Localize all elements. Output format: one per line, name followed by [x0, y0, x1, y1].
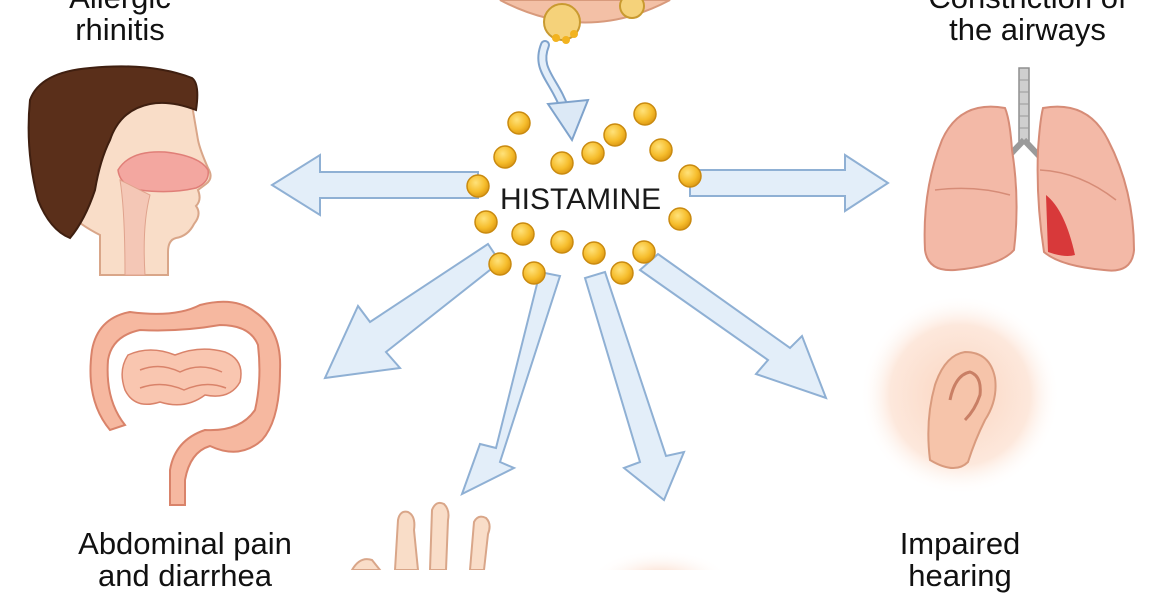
label-line: Allergic	[40, 0, 200, 14]
intestine-illustration	[89, 300, 282, 506]
arrow-to-intestine	[323, 242, 502, 380]
granule	[507, 111, 531, 135]
granule	[466, 174, 490, 198]
granule	[488, 252, 512, 276]
granule	[649, 138, 673, 162]
label-line: the airways	[949, 12, 1106, 47]
granule	[550, 230, 574, 254]
granule	[632, 240, 656, 264]
granule	[633, 102, 657, 126]
label-line: and diarrhea	[97, 558, 273, 593]
label-line: Abdominal pain	[78, 526, 292, 561]
histamine-granules	[466, 102, 702, 285]
granule	[581, 141, 605, 165]
granule	[582, 241, 606, 265]
arrow-to-ear	[638, 252, 828, 400]
histamine-label: HISTAMINE	[500, 183, 662, 216]
granule	[668, 207, 692, 231]
label-line: rhinitis	[75, 12, 165, 47]
head-nose-illustration	[27, 65, 212, 276]
histamine-diagram	[27, 0, 1136, 570]
mast-cell-illustration	[499, 0, 671, 44]
granule	[511, 222, 535, 246]
arrow-to-nose	[270, 153, 479, 217]
lungs-illustration	[923, 67, 1136, 272]
granule	[678, 164, 702, 188]
arrow-to-bottom	[583, 270, 686, 502]
granule	[610, 261, 634, 285]
label-airways: Constriction of the airways	[915, 0, 1140, 46]
label-hearing: Impaired hearing	[880, 528, 1040, 592]
granule	[522, 261, 546, 285]
label-abdominal: Abdominal pain and diarrhea	[70, 528, 300, 592]
arrow-to-lungs	[689, 153, 890, 213]
skin-patch-illustration	[594, 550, 726, 570]
arrow-to-hand	[460, 270, 562, 497]
granule	[474, 210, 498, 234]
ear-illustration	[860, 295, 1060, 495]
label-line: Constriction of	[915, 0, 1140, 14]
label-line: Impaired	[899, 526, 1021, 561]
granule	[603, 123, 627, 147]
hand-illustration	[350, 501, 491, 570]
release-arrow	[537, 40, 590, 143]
label-allergic-rhinitis: Allergic rhinitis	[40, 0, 200, 46]
granule	[550, 151, 574, 175]
granule	[493, 145, 517, 169]
label-line: hearing	[908, 558, 1012, 593]
